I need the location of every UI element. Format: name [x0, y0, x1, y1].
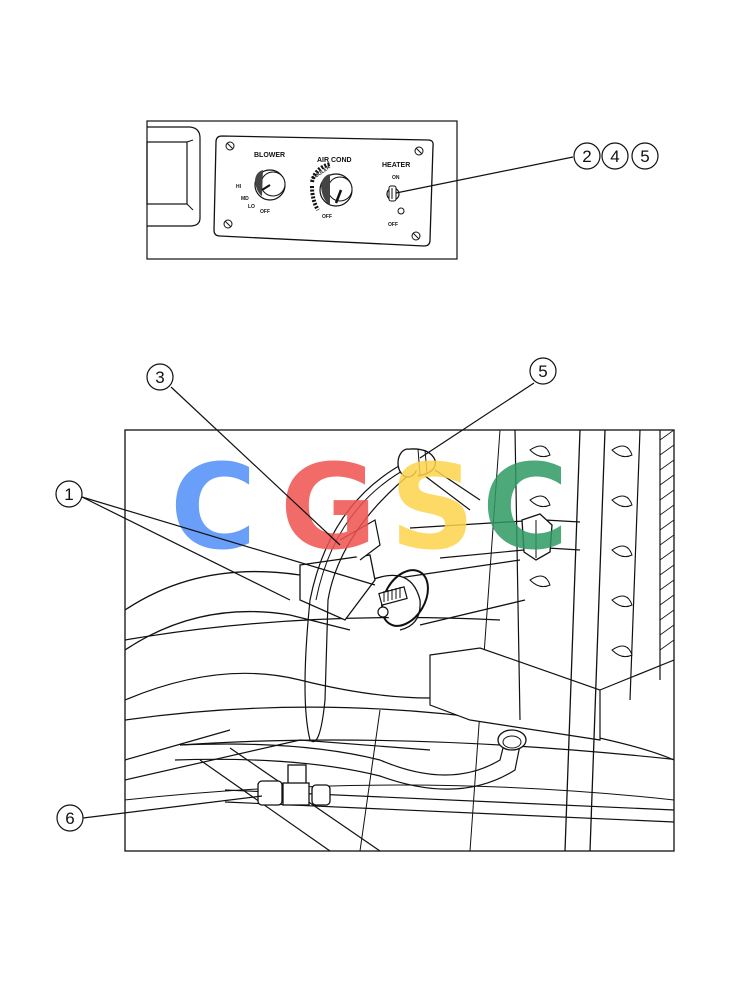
leader-line-switch — [395, 156, 574, 194]
svg-text:1: 1 — [64, 485, 73, 504]
heater-label: HEATER — [382, 162, 410, 169]
aircond-label: AIR COND — [317, 157, 352, 164]
blower-md-label: MD — [241, 196, 249, 202]
watermark: C G S C — [170, 438, 569, 576]
hose-clamp — [377, 569, 429, 627]
callout-5-top: 5 — [631, 142, 659, 170]
bottom-hose-fitting — [497, 729, 527, 751]
callout-6: 6 — [56, 804, 84, 832]
top-fitting — [397, 448, 437, 478]
callout-2: 2 — [573, 142, 601, 170]
watermark-letter-c1: C — [170, 438, 257, 576]
callout-1: 1 — [55, 480, 83, 508]
engine-detail-frame — [124, 429, 675, 852]
svg-text:3: 3 — [155, 368, 164, 387]
hex-fitting — [521, 513, 553, 561]
display-window — [146, 141, 188, 205]
watermark-letter-s: S — [390, 438, 475, 576]
heater-toggle-switch — [386, 185, 405, 215]
callout-5: 5 — [529, 357, 557, 385]
svg-text:4: 4 — [610, 147, 619, 166]
leader-lines — [81, 382, 535, 819]
heater-on-label: ON — [392, 175, 400, 181]
blower-lo-label: LO — [248, 204, 255, 210]
blower-hi-label: HI — [236, 184, 242, 190]
screw-icon — [223, 141, 424, 241]
control-panel-detail: BLOWER AIR COND HEATER HI MD LO OFF COOL… — [146, 120, 574, 260]
svg-text:5: 5 — [538, 362, 547, 381]
heater-off-label: OFF — [388, 222, 398, 228]
svg-text:5: 5 — [640, 147, 649, 166]
blower-off-label: OFF — [260, 209, 270, 215]
aircond-off-label: OFF — [322, 214, 332, 220]
watermark-letter-g: G — [280, 438, 377, 576]
tee-fitting — [257, 764, 331, 806]
aircond-knob — [310, 162, 353, 212]
svg-text:2: 2 — [582, 147, 591, 166]
blower-knob — [254, 169, 286, 201]
watermark-letter-c2: C — [482, 438, 569, 576]
callout-3: 3 — [146, 363, 174, 391]
panel-side-housing — [147, 126, 201, 227]
blower-label: BLOWER — [254, 152, 285, 159]
engine-compartment-detail — [125, 430, 674, 851]
svg-text:6: 6 — [65, 809, 74, 828]
radiator — [514, 430, 674, 851]
callout-4: 4 — [601, 142, 629, 170]
